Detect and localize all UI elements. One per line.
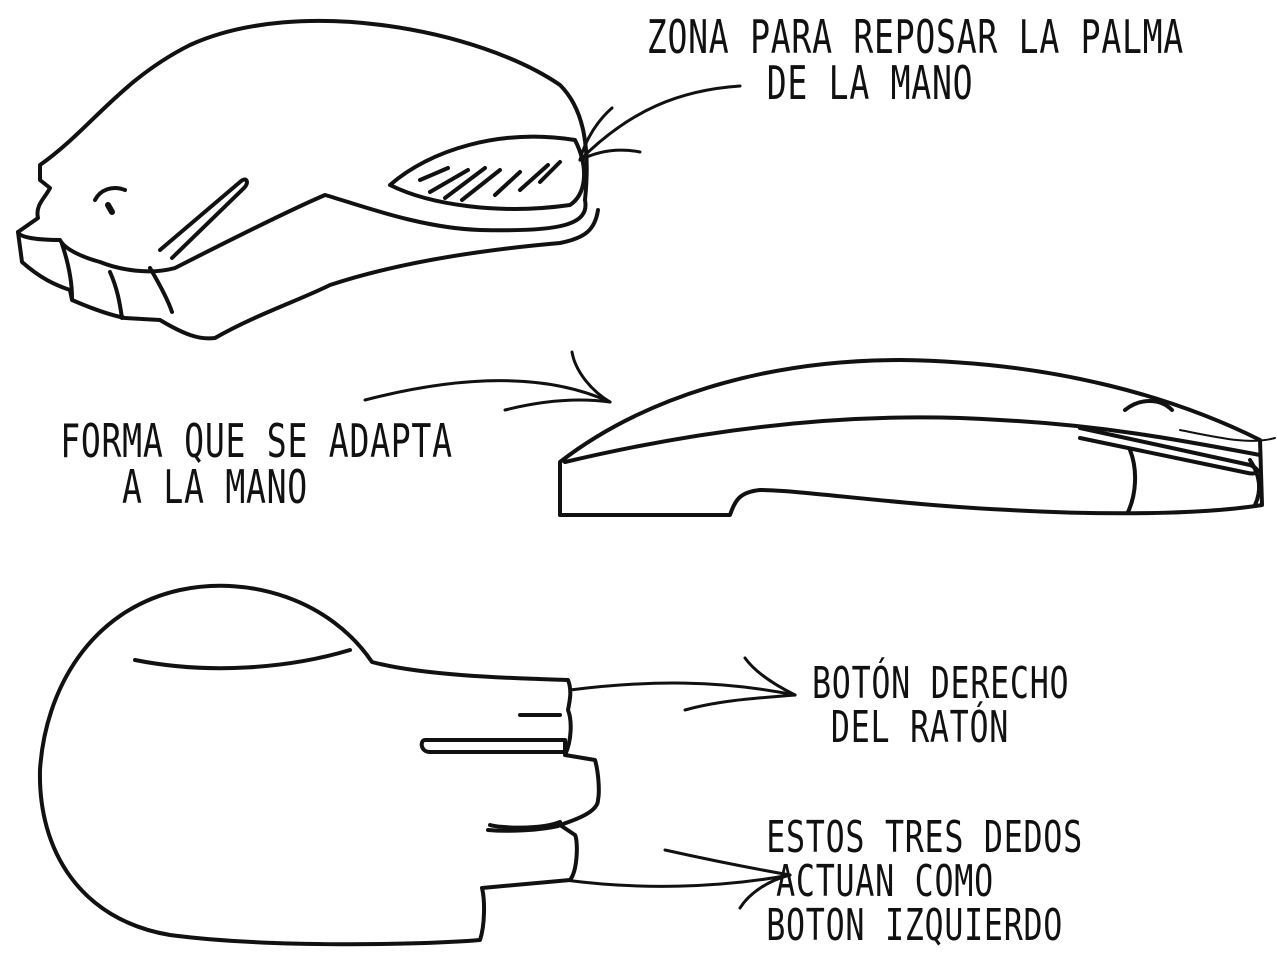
mouse-top-finger-line-3 xyxy=(486,824,560,833)
mouse-top-finger-line-2 xyxy=(488,820,562,830)
mouse-perspective-thumb-slot xyxy=(158,177,249,260)
mouse-perspective-eye xyxy=(93,186,127,202)
palm-rest-label-line-1: ZONA PARA REPOSAR LA PALMA xyxy=(646,10,1184,64)
mouse-side-seam-1 xyxy=(1126,448,1138,514)
mouse-perspective-grip-line-1 xyxy=(418,166,450,182)
mouse-side-top-edge xyxy=(563,415,1262,464)
ergonomic-shape-label-line-1: FORMA QUE SE ADAPTA xyxy=(60,414,453,468)
mouse-perspective-finger-divider-1 xyxy=(60,242,74,300)
mouse-perspective-grip-line-3 xyxy=(443,166,487,200)
mouse-perspective-eye-dot xyxy=(105,202,115,215)
mouse-top-palm-line xyxy=(133,648,352,671)
mouse-side-seam-2 xyxy=(1248,458,1262,507)
mouse-perspective-grip-line-6 xyxy=(518,163,550,192)
mouse-perspective-base xyxy=(16,208,600,341)
right-button-label-line-2: DEL RATÓN xyxy=(830,702,1010,753)
mouse-perspective-sketch xyxy=(16,18,600,341)
mouse-top-sketch xyxy=(37,583,601,947)
mouse-side-scroll xyxy=(1123,399,1174,412)
mouse-perspective-finger-divider-2 xyxy=(108,270,124,320)
mouse-side-sketch xyxy=(558,358,1276,517)
mouse-perspective-grip-line-2 xyxy=(428,168,470,194)
mouse-perspective-grip-line-5 xyxy=(493,170,522,197)
palm-zone-arrow xyxy=(578,84,742,162)
mouse-top-thumb-slot xyxy=(419,738,567,754)
left-button-label: ESTOS TRES DEDOS ACTUAN COMO BOTON IZQUI… xyxy=(766,812,1083,951)
mouse-perspective-grip-line-7 xyxy=(538,160,562,184)
left-button-label-line-3: BOTON IZQUIERDO xyxy=(766,900,1064,951)
left-button-label-line-2: ACTUAN COMO xyxy=(776,856,994,907)
palm-rest-label-line-2: DE LA MANO xyxy=(766,56,974,110)
mouse-perspective-grip-line-4 xyxy=(460,168,502,202)
left-button-arrow xyxy=(563,848,792,910)
palm-rest-label: ZONA PARA REPOSAR LA PALMA DE LA MANO xyxy=(646,10,1184,110)
shape-arrow xyxy=(363,350,612,412)
mouse-perspective-outline xyxy=(16,18,589,274)
mouse-perspective-finger-divider-3 xyxy=(148,266,174,314)
mouse-top-outline xyxy=(37,583,601,947)
mouse-perspective-palm-zone xyxy=(388,134,587,211)
ergonomic-shape-label: FORMA QUE SE ADAPTA A LA MANO xyxy=(60,414,453,514)
left-button-label-line-1: ESTOS TRES DEDOS xyxy=(766,812,1083,863)
mouse-side-tail xyxy=(1179,429,1276,442)
ergonomic-shape-label-line-2: A LA MANO xyxy=(122,460,308,514)
right-button-arrow xyxy=(568,656,797,712)
mouse-side-outline xyxy=(558,358,1264,517)
right-button-label-line-1: BOTÓN DERECHO xyxy=(812,658,1070,709)
right-button-label: BOTÓN DERECHO DEL RATÓN xyxy=(812,658,1070,753)
